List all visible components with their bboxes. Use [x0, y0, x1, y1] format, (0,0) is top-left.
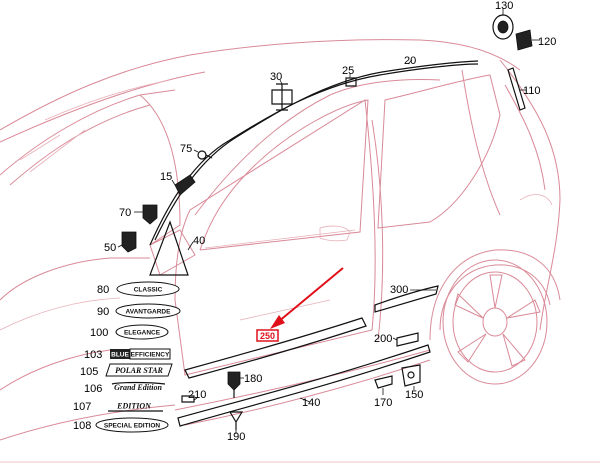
callout-100: 100 — [90, 327, 108, 339]
badge-blue-efficiency: BLUE EFFICIENCY — [110, 348, 171, 360]
callout-40: 40 — [193, 235, 205, 247]
bracket-50 — [121, 231, 137, 253]
badge-special-edition-text: SPECIAL EDITION — [104, 423, 161, 430]
callout-150: 150 — [405, 389, 423, 401]
clip-30 — [271, 83, 293, 111]
callout-90: 90 — [97, 306, 109, 318]
leader-lines — [117, 8, 540, 434]
part-120 — [515, 29, 533, 51]
callout-180: 180 — [244, 373, 262, 385]
arrowhead — [270, 315, 285, 329]
part-150 — [401, 364, 421, 387]
badge-blue-text: BLUE — [111, 352, 129, 359]
clip-15 — [174, 174, 196, 196]
rear-wheel — [442, 259, 548, 385]
callout-300: 300 — [390, 284, 408, 296]
badge-special-edition: SPECIAL EDITION — [95, 417, 169, 433]
callout-25: 25 — [342, 65, 354, 77]
badge-classic-text: CLASSIC — [134, 287, 163, 294]
callout-210: 210 — [188, 389, 206, 401]
parts — [121, 14, 533, 430]
badge-edition: EDITION — [108, 402, 163, 412]
badge-avantgarde: AVANTGARDE — [115, 303, 181, 319]
red-arrow — [277, 267, 344, 323]
sill-strip-140 — [177, 344, 431, 427]
badge-elegance: ELEGANCE — [115, 324, 169, 340]
bracket-70 — [142, 204, 158, 225]
clip-25 — [345, 77, 357, 87]
callout-170: 170 — [374, 397, 392, 409]
badge-grand-edition-text: Grand Edition — [114, 383, 162, 392]
callout-107: 107 — [73, 401, 91, 413]
door-strip — [184, 317, 367, 379]
callout-numbers: 130 120 20 25 30 110 75 15 70 50 40 80 9… — [73, 0, 556, 443]
badge-efficiency-text: EFFICIENCY — [131, 352, 170, 359]
roof-molding — [149, 63, 479, 246]
callout-120: 120 — [538, 36, 556, 48]
callout-70: 70 — [119, 207, 131, 219]
clip-180 — [227, 371, 241, 398]
screw-75 — [197, 150, 213, 160]
part-190 — [228, 411, 244, 430]
badge-polar-star-text: POLAR STAR — [115, 366, 163, 375]
callout-200: 200 — [374, 333, 392, 345]
badge-classic: CLASSIC — [116, 281, 180, 297]
callout-190: 190 — [227, 431, 245, 443]
callout-80: 80 — [97, 284, 109, 296]
callout-130: 130 — [495, 0, 513, 12]
badge-avantgarde-text: AVANTGARDE — [126, 309, 172, 316]
part-110 — [507, 67, 526, 111]
badge-grand-edition: Grand Edition — [111, 381, 166, 392]
highlight-label: 250 — [260, 331, 275, 341]
callout-105: 105 — [80, 366, 98, 378]
badge-group: CLASSIC AVANTGARDE ELEGANCE BLUE EFFICIE… — [95, 281, 181, 433]
part-210 — [181, 395, 195, 403]
callout-15: 15 — [160, 171, 172, 183]
car-body-outline — [0, 39, 600, 463]
callout-30: 30 — [270, 71, 282, 83]
callout-108: 108 — [73, 420, 91, 432]
cover-40 — [149, 220, 189, 276]
callout-103: 103 — [84, 349, 102, 361]
callout-20: 20 — [404, 55, 416, 67]
callout-75: 75 — [180, 143, 192, 155]
door-molding-300 — [374, 285, 439, 313]
callout-106: 106 — [84, 383, 102, 395]
highlight-callout-250[interactable]: 250 — [256, 267, 344, 342]
callout-140: 140 — [302, 397, 320, 409]
badge-polar-star: POLAR STAR — [105, 363, 173, 377]
grommet-130 — [492, 14, 514, 40]
badge-elegance-text: ELEGANCE — [124, 330, 161, 337]
badge-edition-text: EDITION — [116, 402, 152, 411]
part-170 — [374, 375, 393, 389]
clip-200 — [396, 332, 419, 347]
callout-50: 50 — [104, 242, 116, 254]
callout-110: 110 — [523, 85, 541, 97]
